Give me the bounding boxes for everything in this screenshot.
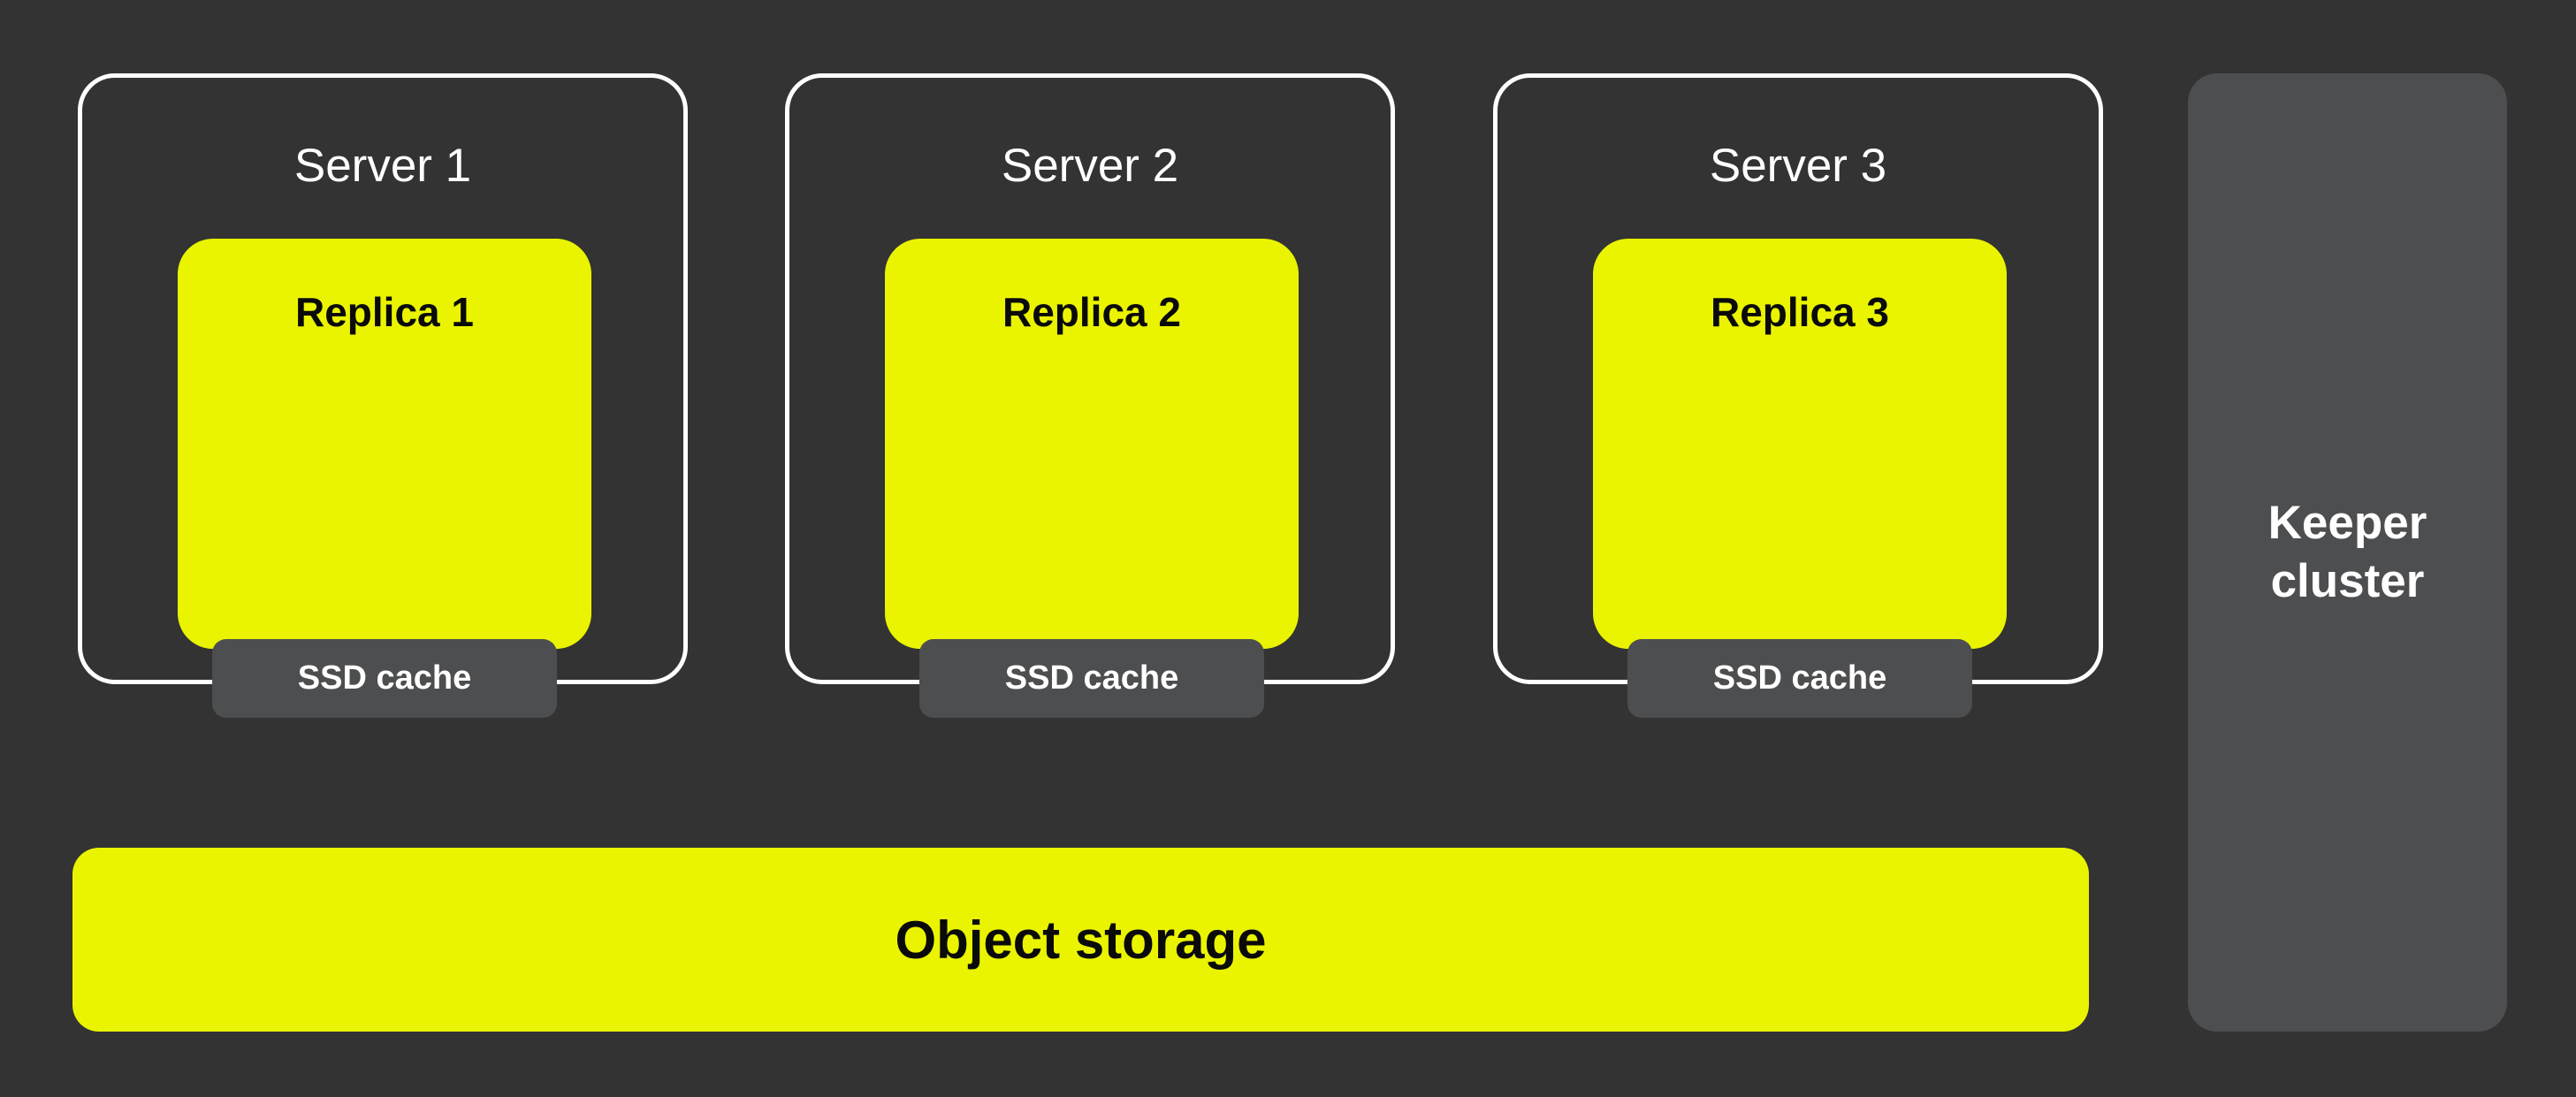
replica-2-box: Replica 2 [885,239,1299,649]
object-storage-label: Object storage [895,910,1267,970]
server-1-box: Server 1 Replica 1 SSD cache [78,73,688,718]
replica-1-box: Replica 1 [178,239,591,649]
server-2-box: Server 2 Replica 2 SSD cache [785,73,1395,718]
server-1-title: Server 1 [293,140,472,192]
server-3-ssd-cache-label: SSD cache [1712,659,1887,697]
object-storage-bar: Object storage [72,848,2089,1032]
server-3-title: Server 3 [1709,140,1887,192]
keeper-cluster-label: Keeper cluster [2267,497,2427,607]
server-2-title: Server 2 [1001,140,1179,192]
replica-2-title: Replica 2 [1002,289,1181,335]
server-3-ssd-cache-badge: SSD cache [1627,639,1972,718]
server-1-ssd-cache-badge: SSD cache [212,639,557,718]
keeper-cluster-box: Keeper cluster [2188,73,2507,1032]
replica-1-title: Replica 1 [295,289,474,335]
server-2-ssd-cache-label: SSD cache [1004,659,1179,697]
server-1-ssd-cache-label: SSD cache [297,659,472,697]
replica-3-title: Replica 3 [1711,289,1889,335]
server-2-ssd-cache-badge: SSD cache [919,639,1264,718]
replica-3-box: Replica 3 [1593,239,2007,649]
server-3-box: Server 3 Replica 3 SSD cache [1493,73,2103,718]
